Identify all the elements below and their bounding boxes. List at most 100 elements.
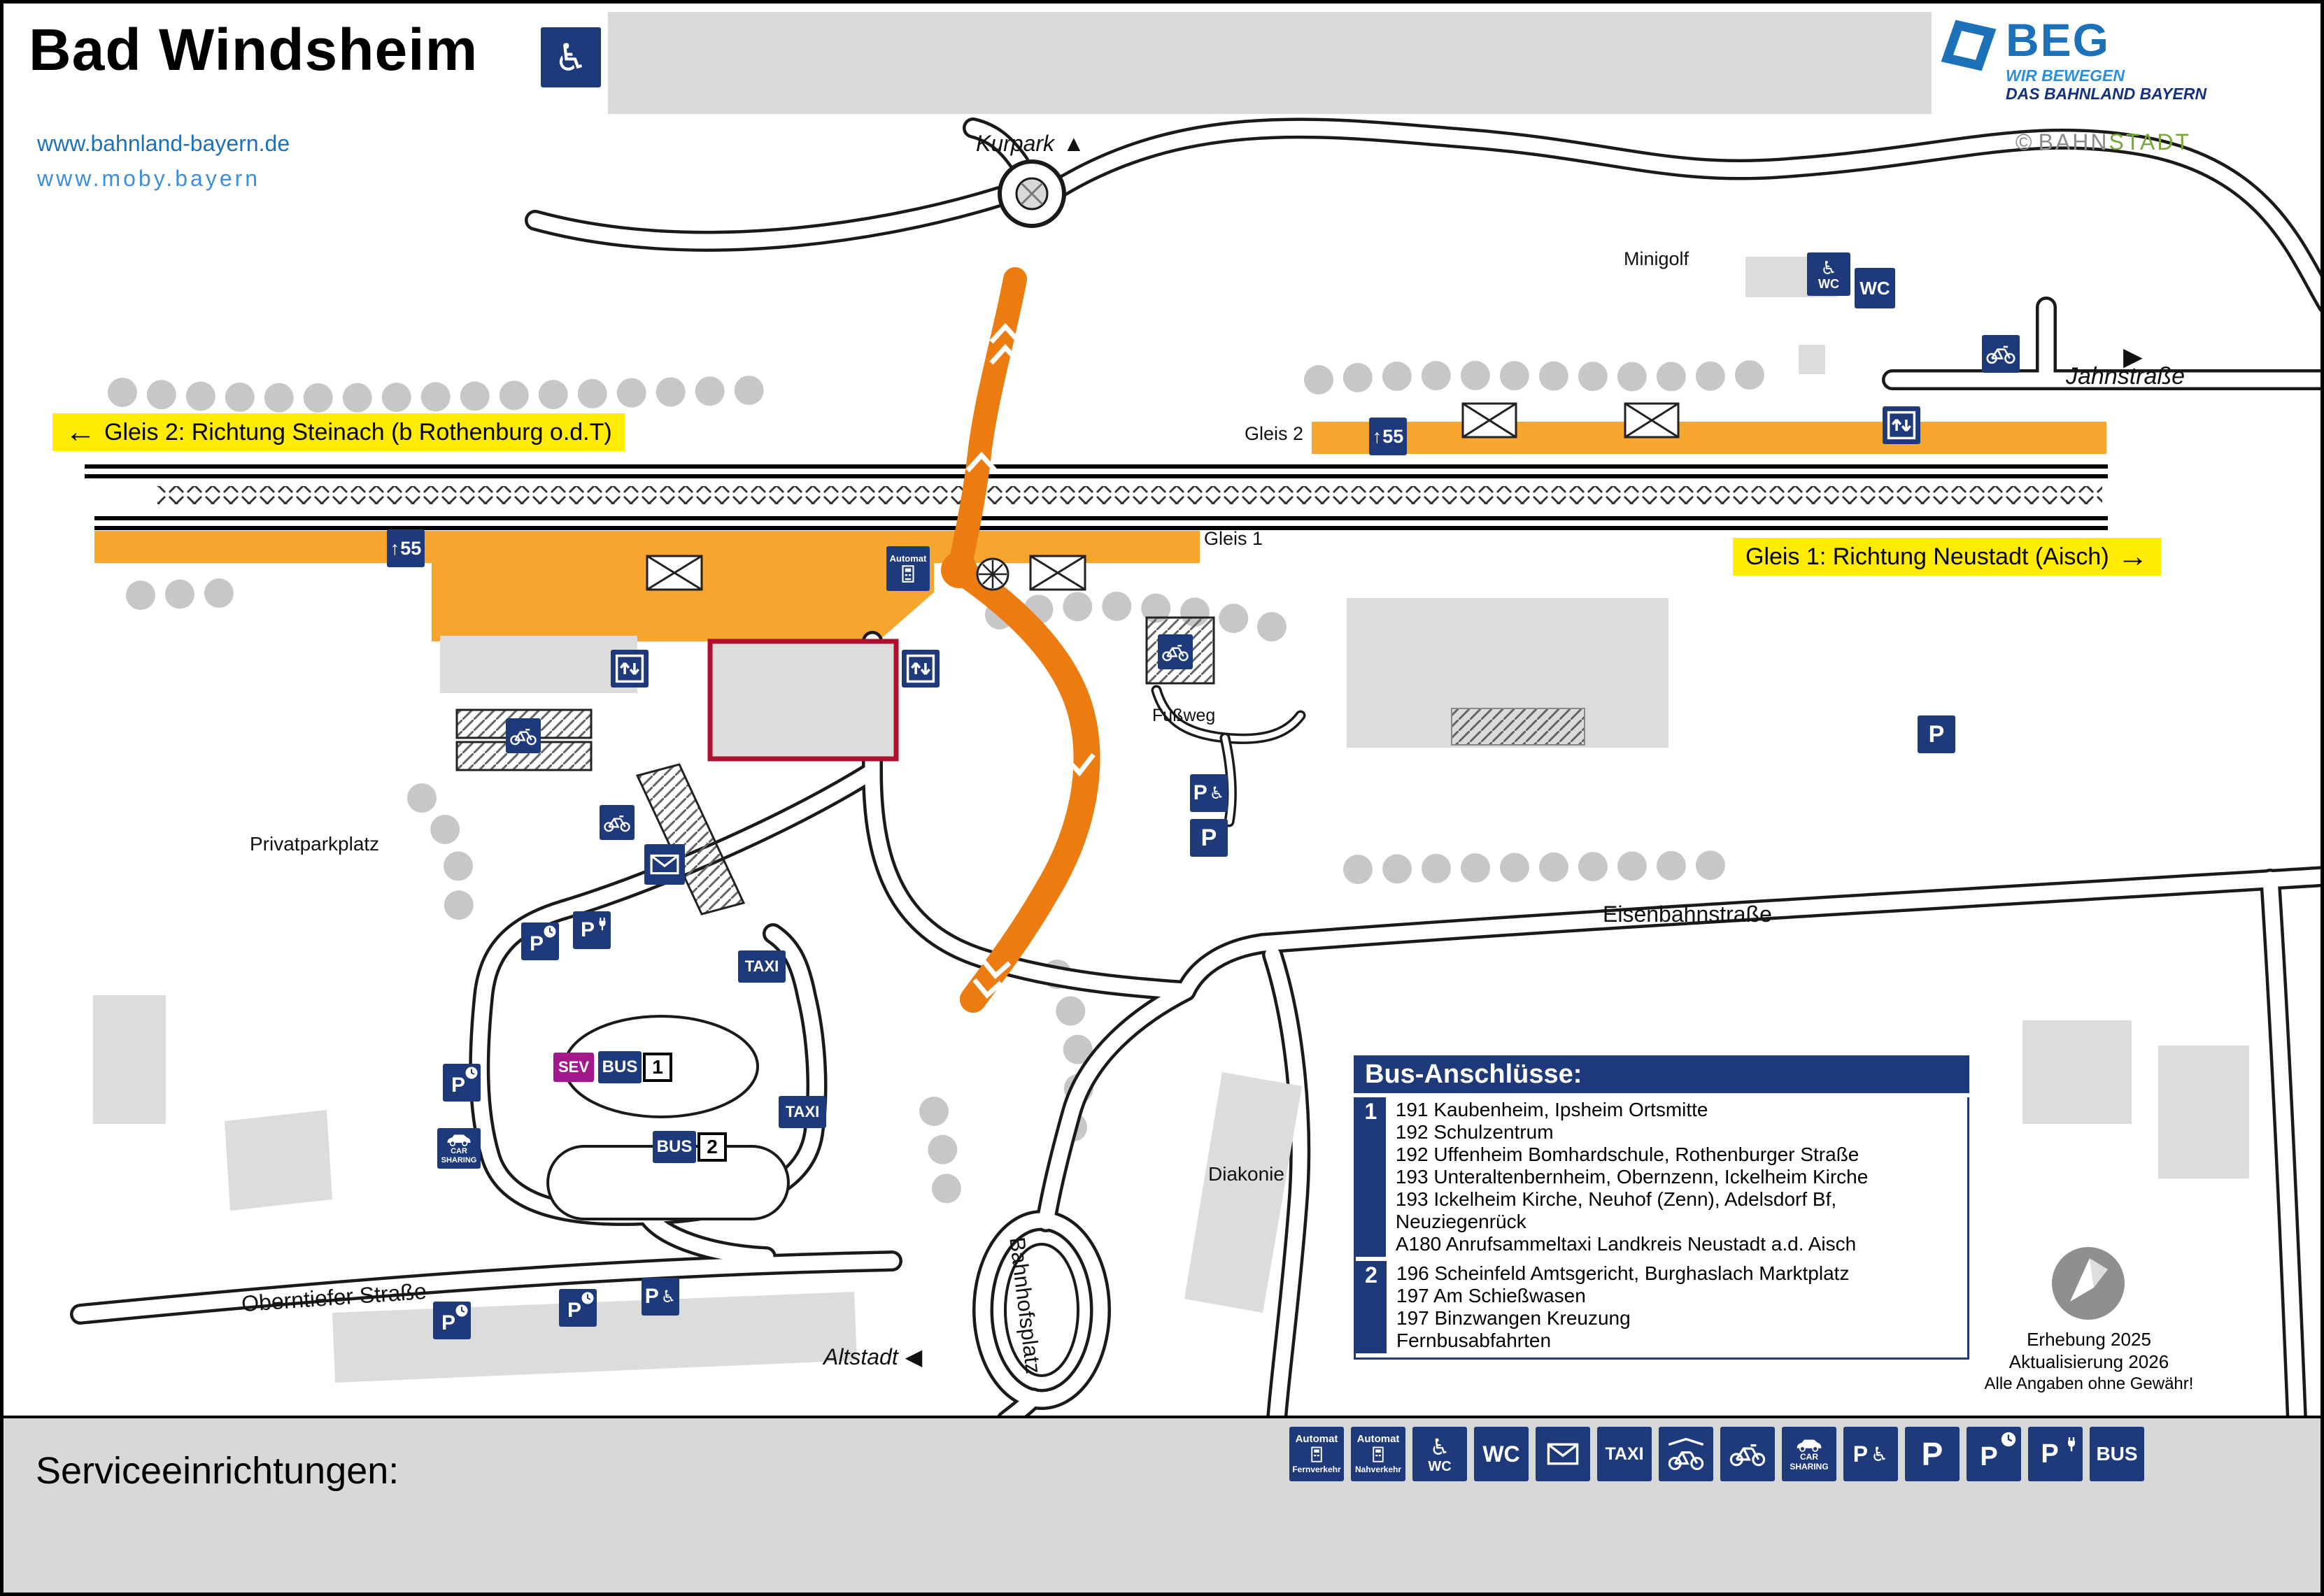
- beg-tagline-1: WIR BEWEGEN: [2006, 66, 2125, 85]
- bus-stop-number: 2: [1356, 1261, 1387, 1353]
- clock-icon: [581, 1291, 595, 1305]
- bus-line: 197 Am Schießwasen: [1396, 1285, 1586, 1306]
- beg-logo-mark: [1941, 20, 1997, 71]
- covered-bicycle-icon: [1668, 1437, 1704, 1470]
- minigolf-label: Minigolf: [1624, 248, 1689, 269]
- kurpark-label: Kurpark▲: [976, 131, 1085, 156]
- bike-parking-icon: [506, 718, 541, 753]
- envelope-icon: [650, 854, 679, 875]
- left-arrow-icon: ←: [65, 415, 96, 449]
- platform-55-icon: ↑55: [1369, 418, 1407, 455]
- link-bahnland-bayern[interactable]: www.bahnland-bayern.de: [37, 131, 290, 156]
- bus-line: 197 Binzwangen Kreuzung: [1396, 1307, 1631, 1329]
- clock-icon: [465, 1066, 479, 1080]
- plug-icon: [2064, 1437, 2078, 1453]
- parking-icon: P: [1190, 819, 1228, 857]
- elevator-icon: [611, 650, 649, 687]
- legend-wc: WC: [1474, 1427, 1529, 1481]
- parking-ring: [546, 1145, 790, 1220]
- banner-gleis-2: ← Gleis 2: Richtung Steinach (b Rothenbu…: [52, 413, 625, 451]
- credit-stadt: STADT: [2109, 129, 2191, 155]
- bahnhofsplatz-island: [1004, 1243, 1079, 1377]
- header: Bad Windsheim ♿ BEG WIR BEWEGEN DAS BAHN…: [3, 3, 2321, 122]
- legend-parking: P: [1905, 1427, 1960, 1481]
- legend-parking-short-term: P: [1967, 1427, 2021, 1481]
- bus-group-1: 1 191 Kaubenheim, Ipsheim Ortsmitte 192 …: [1356, 1097, 1967, 1257]
- legend-bus: BUS: [2090, 1427, 2144, 1481]
- note-line: Alle Angaben ohne Gewähr!: [1984, 1374, 2194, 1393]
- altstadt-label: Altstadt◀: [823, 1344, 923, 1369]
- compass-icon: [2052, 1247, 2125, 1320]
- legend-mailbox: [1536, 1427, 1590, 1481]
- bus-stop-number: 1: [1356, 1097, 1386, 1257]
- platform-55-icon: ↑55: [387, 529, 425, 567]
- bus-line: 193 Unteraltenbernheim, Obernzenn, Ickel…: [1395, 1166, 1869, 1188]
- station-building: [707, 639, 899, 762]
- left-triangle-icon: ◀: [905, 1344, 923, 1369]
- wheelchair-icon: ♿: [660, 1287, 676, 1306]
- legend-taxi: TAXI: [1597, 1427, 1652, 1481]
- banner-gleis-1: Gleis 1: Richtung Neustadt (Aisch) →: [1733, 538, 2161, 576]
- bus-line: A180 Anrufsammeltaxi Landkreis Neustadt …: [1395, 1233, 1857, 1255]
- spiral-stairs-icon: [976, 557, 1009, 591]
- jahnstrasse-label: Jahnstraße: [2066, 363, 2185, 390]
- wc-accessible-icon: ♿ WC: [1807, 252, 1850, 296]
- mailbox-icon: [644, 844, 685, 885]
- clock-icon: [543, 925, 557, 939]
- beg-name: BEG: [2006, 14, 2111, 66]
- car-sharing-icon: CAR SHARING: [437, 1128, 481, 1169]
- taxi-icon: TAXI: [738, 950, 786, 983]
- parking-short-term-icon: P: [559, 1289, 597, 1327]
- shelter-box: [646, 555, 703, 591]
- bus-stop-number-1: 1: [643, 1053, 672, 1082]
- right-arrow-icon: →: [2117, 539, 2148, 573]
- link-moby-bayern[interactable]: www.moby.bayern: [37, 166, 261, 191]
- shelter-box: [1461, 402, 1517, 439]
- diakonie-label: Diakonie: [1208, 1163, 1284, 1185]
- credit-symbol: ©: [2015, 129, 2034, 155]
- bus-line: Fernbusabfahrten: [1396, 1330, 1552, 1351]
- bus-line: 192 Schulzentrum: [1395, 1121, 1554, 1143]
- gleis1-label: Gleis 1: [1204, 528, 1263, 549]
- parking-short-term-icon: P: [443, 1064, 481, 1102]
- legend-parking-accessible: P ♿: [1843, 1427, 1898, 1481]
- map-notes: Erhebung 2025 Aktualisierung 2026 Alle A…: [1974, 1328, 2204, 1395]
- bike-parking-icon: [1158, 634, 1193, 669]
- fussweg-label: Fußweg: [1152, 706, 1216, 725]
- wheelchair-icon: ♿: [1820, 257, 1837, 278]
- map-canvas: [70, 117, 2321, 1431]
- note-line: Erhebung 2025: [2027, 1329, 2151, 1350]
- bike-parking-icon: [1982, 335, 2020, 373]
- wheelchair-icon: ♿: [1429, 1434, 1450, 1460]
- beg-tagline-2: DAS BAHNLAND BAYERN: [2006, 85, 2207, 103]
- bike-parking-icon: [600, 805, 635, 840]
- legend-icons: Automat Fernverkehr Automat Nahverkehr ♿…: [1289, 1427, 2144, 1481]
- bus-stop-number-2: 2: [697, 1132, 727, 1162]
- up-arrow-icon: ↑: [390, 537, 400, 559]
- station-forecourt: [432, 563, 934, 641]
- note-line: Aktualisierung 2026: [2008, 1351, 2169, 1372]
- clock-icon: [2000, 1431, 2017, 1448]
- accessible-station-icon: ♿: [541, 27, 601, 87]
- platforms: [94, 422, 2106, 641]
- header-strip: [608, 12, 1932, 114]
- bus-stop-icon: BUS: [598, 1051, 642, 1083]
- elevator-icon: [902, 650, 940, 687]
- beg-logo: BEG WIR BEWEGEN DAS BAHNLAND BAYERN: [1936, 13, 2206, 103]
- privatparkplatz-label: Privatparkplatz: [250, 833, 380, 855]
- bicycle-icon: [1986, 345, 2015, 364]
- parking-accessible-icon: P♿: [642, 1278, 679, 1316]
- railway-tracks: [85, 464, 2108, 530]
- plug-icon: [596, 917, 609, 932]
- bus-group-2: 2 196 Scheinfeld Amtsgericht, Burghaslac…: [1356, 1261, 1967, 1353]
- bus-line: 192 Uffenheim Bomhardschule, Rothenburge…: [1395, 1143, 1859, 1165]
- parking-charging-icon: P: [573, 911, 611, 949]
- up-arrow-icon: ↑: [1372, 425, 1382, 447]
- elevator-icon: [1883, 406, 1920, 444]
- barrier-free-route: [941, 267, 1100, 1013]
- shelter-box: [1624, 402, 1680, 439]
- legend-bike: [1720, 1427, 1775, 1481]
- legend-parking-charging: P: [2028, 1427, 2083, 1481]
- route-direction-chevrons: [965, 322, 1096, 999]
